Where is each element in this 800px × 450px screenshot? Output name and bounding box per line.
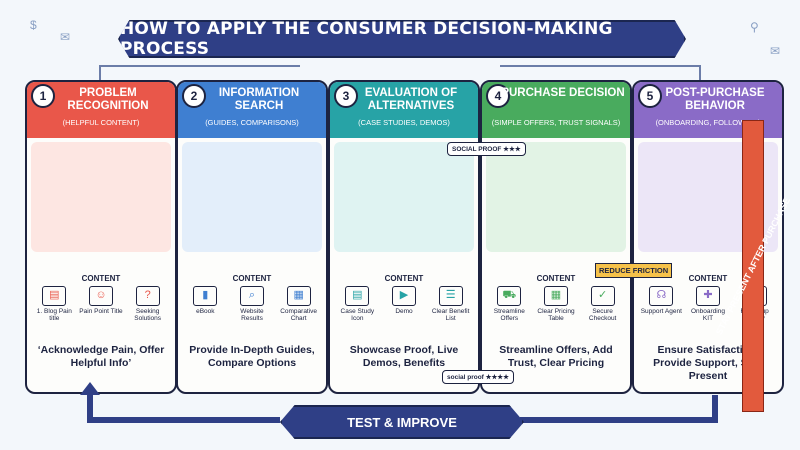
stage-illustration [31, 142, 171, 252]
content-item-label: Streamline Offers [493, 308, 525, 322]
content-item: ▶ Demo [382, 286, 426, 326]
content-item-label: Website Results [240, 308, 264, 322]
content-item-label: Secure Checkout [588, 308, 617, 322]
stage-number: 4 [486, 84, 510, 108]
content-item: ▦ Comparative Chart [277, 286, 321, 326]
stage-header: 4 Purchase Decision (Simple Offers, Trus… [482, 82, 630, 138]
content-items: ▤ Case Study Icon ▶ Demo ☰ Clear Benefit… [334, 286, 474, 326]
social-proof-badge-bottom: social proof ★★★★ [442, 370, 514, 384]
stage-number: 2 [182, 84, 206, 108]
content-item-label: Support Agent [640, 308, 682, 315]
stage-header: 1 Problem Recognition (Helpful Content) [27, 82, 175, 138]
blog-icon: ▤ [42, 286, 67, 306]
stage-illustration [182, 142, 322, 252]
content-item-label: Comparative Chart [280, 308, 318, 322]
ebook-icon: ▮ [193, 286, 218, 306]
stage-strategy: Showcase Proof, Live Demos, Benefits [349, 344, 459, 369]
stage-title: Problem Recognition [67, 87, 149, 112]
content-item: ☺ Pain Point Title [79, 286, 123, 326]
content-item: ✓ Secure Checkout [581, 286, 625, 326]
stage-subtitle: (Helpful Content) [62, 118, 140, 127]
stage-title: Purchase Decision [501, 87, 625, 99]
stage-card-3: 3 Evaluation of Alternatives (Case Studi… [328, 80, 480, 394]
content-items: ⛟ Streamline Offers ▦ Clear Pricing Tabl… [486, 286, 626, 326]
chart-icon: ▦ [286, 286, 311, 306]
content-items: ▤ 1. Blog Pain title ☺ Pain Point Title … [31, 286, 171, 326]
stage-card-2: 2 Information Search (Guides, Comparison… [176, 80, 328, 394]
content-item: ▤ 1. Blog Pain title [32, 286, 76, 326]
content-item-label: Clear Pricing Table [537, 308, 575, 322]
stage-title: Information Search [218, 87, 300, 112]
stay-present-arrow: STAY PRESENT AFTER PURCHASE [714, 120, 792, 412]
content-item-label: Clear Benefit List [431, 308, 470, 322]
title-banner: HOW TO APPLY THE CONSUMER DECISION-MAKIN… [118, 20, 686, 58]
stage-subtitle: (Case Studies, Demos) [358, 118, 450, 127]
stage-subtitle: (Simple Offers, Trust Signals) [491, 118, 621, 127]
content-item-label: Seeking Solutions [134, 308, 162, 322]
content-label: CONTENT [688, 274, 728, 283]
content-item: ☰ Clear Benefit List [429, 286, 473, 326]
content-item-label: Pain Point Title [79, 308, 123, 315]
dollar-icon: $ [30, 18, 37, 32]
content-item: ☊ Support Agent [639, 286, 683, 326]
shield-icon: ✓ [590, 286, 615, 306]
stage-illustration [486, 142, 626, 252]
share-icon: ⚲ [750, 20, 759, 34]
stage-number: 3 [334, 84, 358, 108]
content-item-label: Demo [395, 308, 413, 315]
content-item: ▤ Case Study Icon [335, 286, 379, 326]
content-item: ⛟ Streamline Offers [487, 286, 531, 326]
content-item: ? Seeking Solutions [126, 286, 170, 326]
person-icon: ☺ [88, 286, 113, 306]
headset-icon: ☊ [649, 286, 674, 306]
content-label: CONTENT [81, 274, 121, 283]
gift-icon: ✚ [695, 286, 720, 306]
stage-strategy: Streamline Offers, Add Trust, Clear Pric… [499, 344, 613, 369]
content-item: ⌕ Website Results [230, 286, 274, 326]
content-item-label: eBook [196, 308, 215, 315]
stage-number: 5 [638, 84, 662, 108]
stage-header: 5 Post-Purchase Behavior (Onboarding, Fo… [634, 82, 782, 138]
content-item: ✚ Onboarding KIT [686, 286, 730, 326]
envelope-icon: ✉ [60, 30, 71, 44]
stage-strategy: ‘Acknowledge Pain, Offer Helpful Info’ [37, 344, 165, 369]
stage-title: Evaluation of Alternatives [364, 87, 458, 112]
table-icon: ▦ [543, 286, 568, 306]
stage-subtitle: (Onboarding, Follow-up) [655, 118, 761, 127]
reduce-friction-label: REDUCE FRICTION [595, 263, 673, 278]
search-icon: ⌕ [239, 286, 264, 306]
page-title: HOW TO APPLY THE CONSUMER DECISION-MAKIN… [120, 19, 613, 59]
cart-icon: ⛟ [497, 286, 522, 306]
content-label: CONTENT [536, 274, 576, 283]
stage-header: 2 Information Search (Guides, Comparison… [178, 82, 326, 138]
content-label: CONTENT [232, 274, 272, 283]
stage-number: 1 [31, 84, 55, 108]
list-icon: ☰ [438, 286, 463, 306]
play-icon: ▶ [391, 286, 416, 306]
content-items: ▮ eBook ⌕ Website Results ▦ Comparative … [182, 286, 322, 326]
stage-strategy: Ensure Satisfaction, Provide Support, St… [653, 344, 763, 382]
content-item-label: 1. Blog Pain title [36, 308, 72, 322]
stage-illustration [334, 142, 474, 252]
case-study-icon: ▤ [345, 286, 370, 306]
content-item: ▦ Clear Pricing Table [534, 286, 578, 326]
stage-header: 3 Evaluation of Alternatives (Case Studi… [330, 82, 478, 138]
content-item: ▮ eBook [183, 286, 227, 326]
question-icon: ? [135, 286, 160, 306]
stage-card-4: 4 Purchase Decision (Simple Offers, Trus… [480, 80, 632, 394]
stage-subtitle: (Guides, Comparisons) [205, 118, 299, 127]
mail-icon: ✉ [770, 44, 781, 58]
social-proof-badge: SOCIAL PROOF ★★★ [447, 142, 526, 156]
test-improve-button[interactable]: TEST & IMPROVE [280, 405, 524, 439]
content-item-label: Onboarding KIT [690, 308, 725, 322]
stage-strategy: Provide In-Depth Guides, Compare Options [189, 344, 315, 369]
content-item-label: Case Study Icon [340, 308, 375, 322]
stage-title: Post-Purchase Behavior [665, 87, 765, 112]
content-label: CONTENT [384, 274, 424, 283]
